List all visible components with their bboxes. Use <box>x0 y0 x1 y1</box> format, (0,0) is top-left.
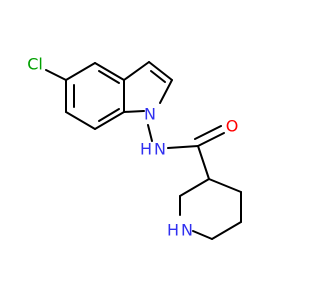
carbonyl-oxygen-label: O <box>226 117 239 136</box>
hydrazide-hydrogen-label: H <box>140 140 152 159</box>
bond-layer <box>45 61 242 240</box>
molecule-svg: Cl N N H O N H <box>27 55 242 240</box>
bond-c7-c6 <box>65 111 96 130</box>
bond-c7a-c7 <box>94 111 125 130</box>
bond-c3-c2 <box>148 61 173 81</box>
bond-c4-c3a <box>94 62 125 81</box>
bond-c5-c4 <box>65 62 96 81</box>
indole-nitrogen-label: N <box>144 105 156 124</box>
bond-pip-c6-n <box>192 230 213 240</box>
bond-pip-c3-c4 <box>208 178 242 193</box>
bond-carbonyl-c3pip <box>197 145 210 180</box>
bond-pip-c2-c3 <box>179 178 210 197</box>
bond-c3a-c3 <box>123 61 150 81</box>
bond-pip-c5-c6 <box>211 221 242 240</box>
hydrazide-nitrogen-label: N <box>154 140 166 159</box>
atom-label-layer: Cl N N H O N H <box>27 55 238 240</box>
piperidine-nitrogen-label: N <box>181 221 193 240</box>
bond-c7a-c7-inner <box>98 108 120 122</box>
bond-c3-c2-inner <box>150 70 166 83</box>
piperidine-hydrogen-label: H <box>167 221 179 240</box>
bond-carbonyl-o-2 <box>194 125 222 140</box>
bond-c4-c3a-inner <box>98 70 120 84</box>
molecule-diagram: Cl N N H O N H <box>27 55 242 240</box>
bond-n1-nh <box>147 124 153 142</box>
chlorine-label: Cl <box>27 55 43 74</box>
bond-cl-c5 <box>45 69 67 81</box>
bond-n1-c7a <box>123 110 145 113</box>
bond-carbonyl-o-1 <box>197 132 225 147</box>
bond-nh-carbonyl <box>167 145 199 149</box>
bond-c2-n1 <box>159 79 173 104</box>
